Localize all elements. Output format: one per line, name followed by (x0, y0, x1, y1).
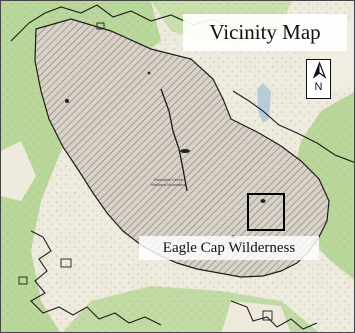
parcel-outline (262, 310, 273, 321)
open-land-patch (1, 141, 36, 201)
forest-boundary (30, 230, 162, 326)
parcel-outline (18, 276, 28, 285)
north-arrow-icon (312, 61, 327, 79)
forest-boundary (230, 300, 318, 330)
feature-label-line: Hurricane Creek (153, 177, 183, 182)
parcel-outline (60, 258, 72, 268)
lake-marker (65, 99, 69, 103)
lake-marker (260, 199, 266, 203)
lake-marker (180, 149, 190, 153)
parcel-outline (96, 22, 105, 30)
map-title: Vicinity Map (183, 14, 347, 51)
feature-label: Hurricane Creek Wallowa Mountains (151, 177, 186, 187)
north-arrow: N (306, 59, 331, 99)
wilderness-label: Eagle Cap Wilderness (139, 236, 319, 260)
wilderness-area (34, 18, 330, 278)
project-area-box (247, 193, 285, 231)
feature-label-line: Wallowa Mountains (151, 182, 186, 187)
lake (257, 83, 271, 123)
north-arrow-letter: N (314, 81, 323, 93)
forest-boundary (232, 90, 354, 163)
lake-marker (147, 71, 151, 75)
ridge-line (160, 88, 188, 192)
open-land-patch (221, 301, 291, 332)
